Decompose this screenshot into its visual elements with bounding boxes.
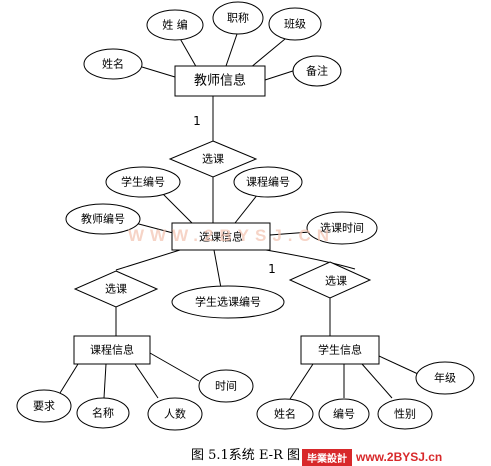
- cardinality-right: 1: [268, 262, 276, 276]
- attr-student-no-ellipse: [105, 166, 181, 198]
- attr-teacher-no-ellipse: [65, 203, 141, 235]
- edge-student-gender: [361, 363, 393, 399]
- entity-course-label: 课程信息: [90, 343, 134, 357]
- edge-teacher-name: [141, 66, 176, 78]
- entity-course-box: [73, 335, 151, 365]
- attr-teacher-no: 教师编号: [81, 212, 125, 226]
- attr-course-count-ellipse: [147, 397, 203, 431]
- attr-course-time: 时间: [215, 380, 237, 393]
- attr-teacher-name-ellipse: [83, 48, 143, 80]
- attr-stu-no-ellipse: [318, 398, 370, 430]
- entity-student-label: 学生信息: [318, 343, 362, 357]
- rel-top-diamond: [168, 140, 258, 178]
- attr-course-req-ellipse: [16, 389, 72, 423]
- edge-course-time: [149, 352, 200, 382]
- site-logo[interactable]: 毕業設計 www.2BYSJ.cn: [302, 448, 443, 466]
- edge-selection-teacher-no: [134, 222, 174, 234]
- edge-teacher-class: [249, 38, 286, 69]
- attr-stu-grade-ellipse: [415, 361, 475, 395]
- rel-left-diamond: [73, 270, 159, 308]
- attr-teacher-note-ellipse: [292, 55, 342, 87]
- rel-right-label: 选课: [325, 275, 347, 288]
- attr-teacher-surname: 姓 编: [162, 18, 188, 32]
- attr-teacher-class: 班级: [284, 18, 306, 31]
- attr-course-no-ellipse: [233, 166, 303, 198]
- attr-course-count: 人数: [164, 408, 186, 421]
- attr-stu-gender-ellipse: [377, 398, 433, 430]
- rel-right-diamond: [288, 261, 372, 299]
- entity-selection-label: 选课信息: [199, 230, 243, 244]
- attr-stu-gender: 性别: [394, 407, 416, 421]
- attr-teacher-surname-ellipse: [146, 9, 204, 41]
- attr-sel-no-ellipse: [171, 285, 285, 319]
- entity-teacher-label: 教师信息: [194, 73, 246, 89]
- edge-teacher-title: [225, 33, 238, 67]
- edge-selection-course-no: [234, 193, 259, 224]
- attr-teacher-class-ellipse: [268, 7, 322, 41]
- attr-student-no: 学生编号: [121, 175, 165, 189]
- edge-teacher-surname: [177, 34, 199, 71]
- attr-stu-no: 编号: [333, 407, 355, 421]
- attr-course-req: 要求: [33, 400, 55, 413]
- figure-caption: 图 5.1系统 E-R 图: [191, 448, 300, 463]
- edge-student-grade: [378, 355, 419, 375]
- attr-course-name: 名称: [92, 406, 114, 420]
- attr-course-time-ellipse: [198, 369, 254, 403]
- edge-selection-time: [269, 231, 311, 236]
- attr-stu-grade: 年级: [434, 371, 456, 385]
- rel-left-label: 选课: [105, 283, 127, 296]
- attr-course-name-ellipse: [76, 397, 130, 429]
- attr-teacher-title: 职称: [227, 11, 249, 25]
- edge-course-req: [59, 363, 79, 394]
- attr-teacher-name: 姓名: [102, 57, 124, 71]
- entity-student-box: [300, 335, 380, 365]
- entity-teacher-box: [174, 65, 266, 97]
- attr-stu-name-ellipse: [256, 398, 314, 430]
- edge-selection-rel-left: [115, 249, 181, 271]
- attr-course-no: 课程编号: [246, 175, 290, 189]
- logo-name: 毕業設計: [302, 448, 352, 466]
- attr-teacher-title-ellipse: [212, 1, 264, 35]
- edge-selection-sel-no: [213, 249, 222, 289]
- edge-student-name: [289, 363, 314, 400]
- edge-course-count: [134, 363, 159, 399]
- attr-sel-no: 学生选课编号: [195, 295, 261, 309]
- edge-selection-rel-right: [259, 248, 356, 270]
- attr-select-time-ellipse: [306, 211, 378, 245]
- rel-top-label: 选课: [202, 153, 224, 166]
- cardinality-top: 1: [193, 114, 201, 128]
- edge-course-name: [103, 363, 107, 399]
- attr-select-time: 选课时间: [320, 222, 364, 235]
- logo-url: www.2BYSJ.cn: [356, 450, 443, 464]
- entity-selection-box: [171, 222, 271, 251]
- attr-teacher-note: 备注: [306, 64, 328, 78]
- attr-stu-name: 姓名: [274, 407, 296, 421]
- watermark-text: WWW.2BYSJ.CN: [128, 226, 336, 245]
